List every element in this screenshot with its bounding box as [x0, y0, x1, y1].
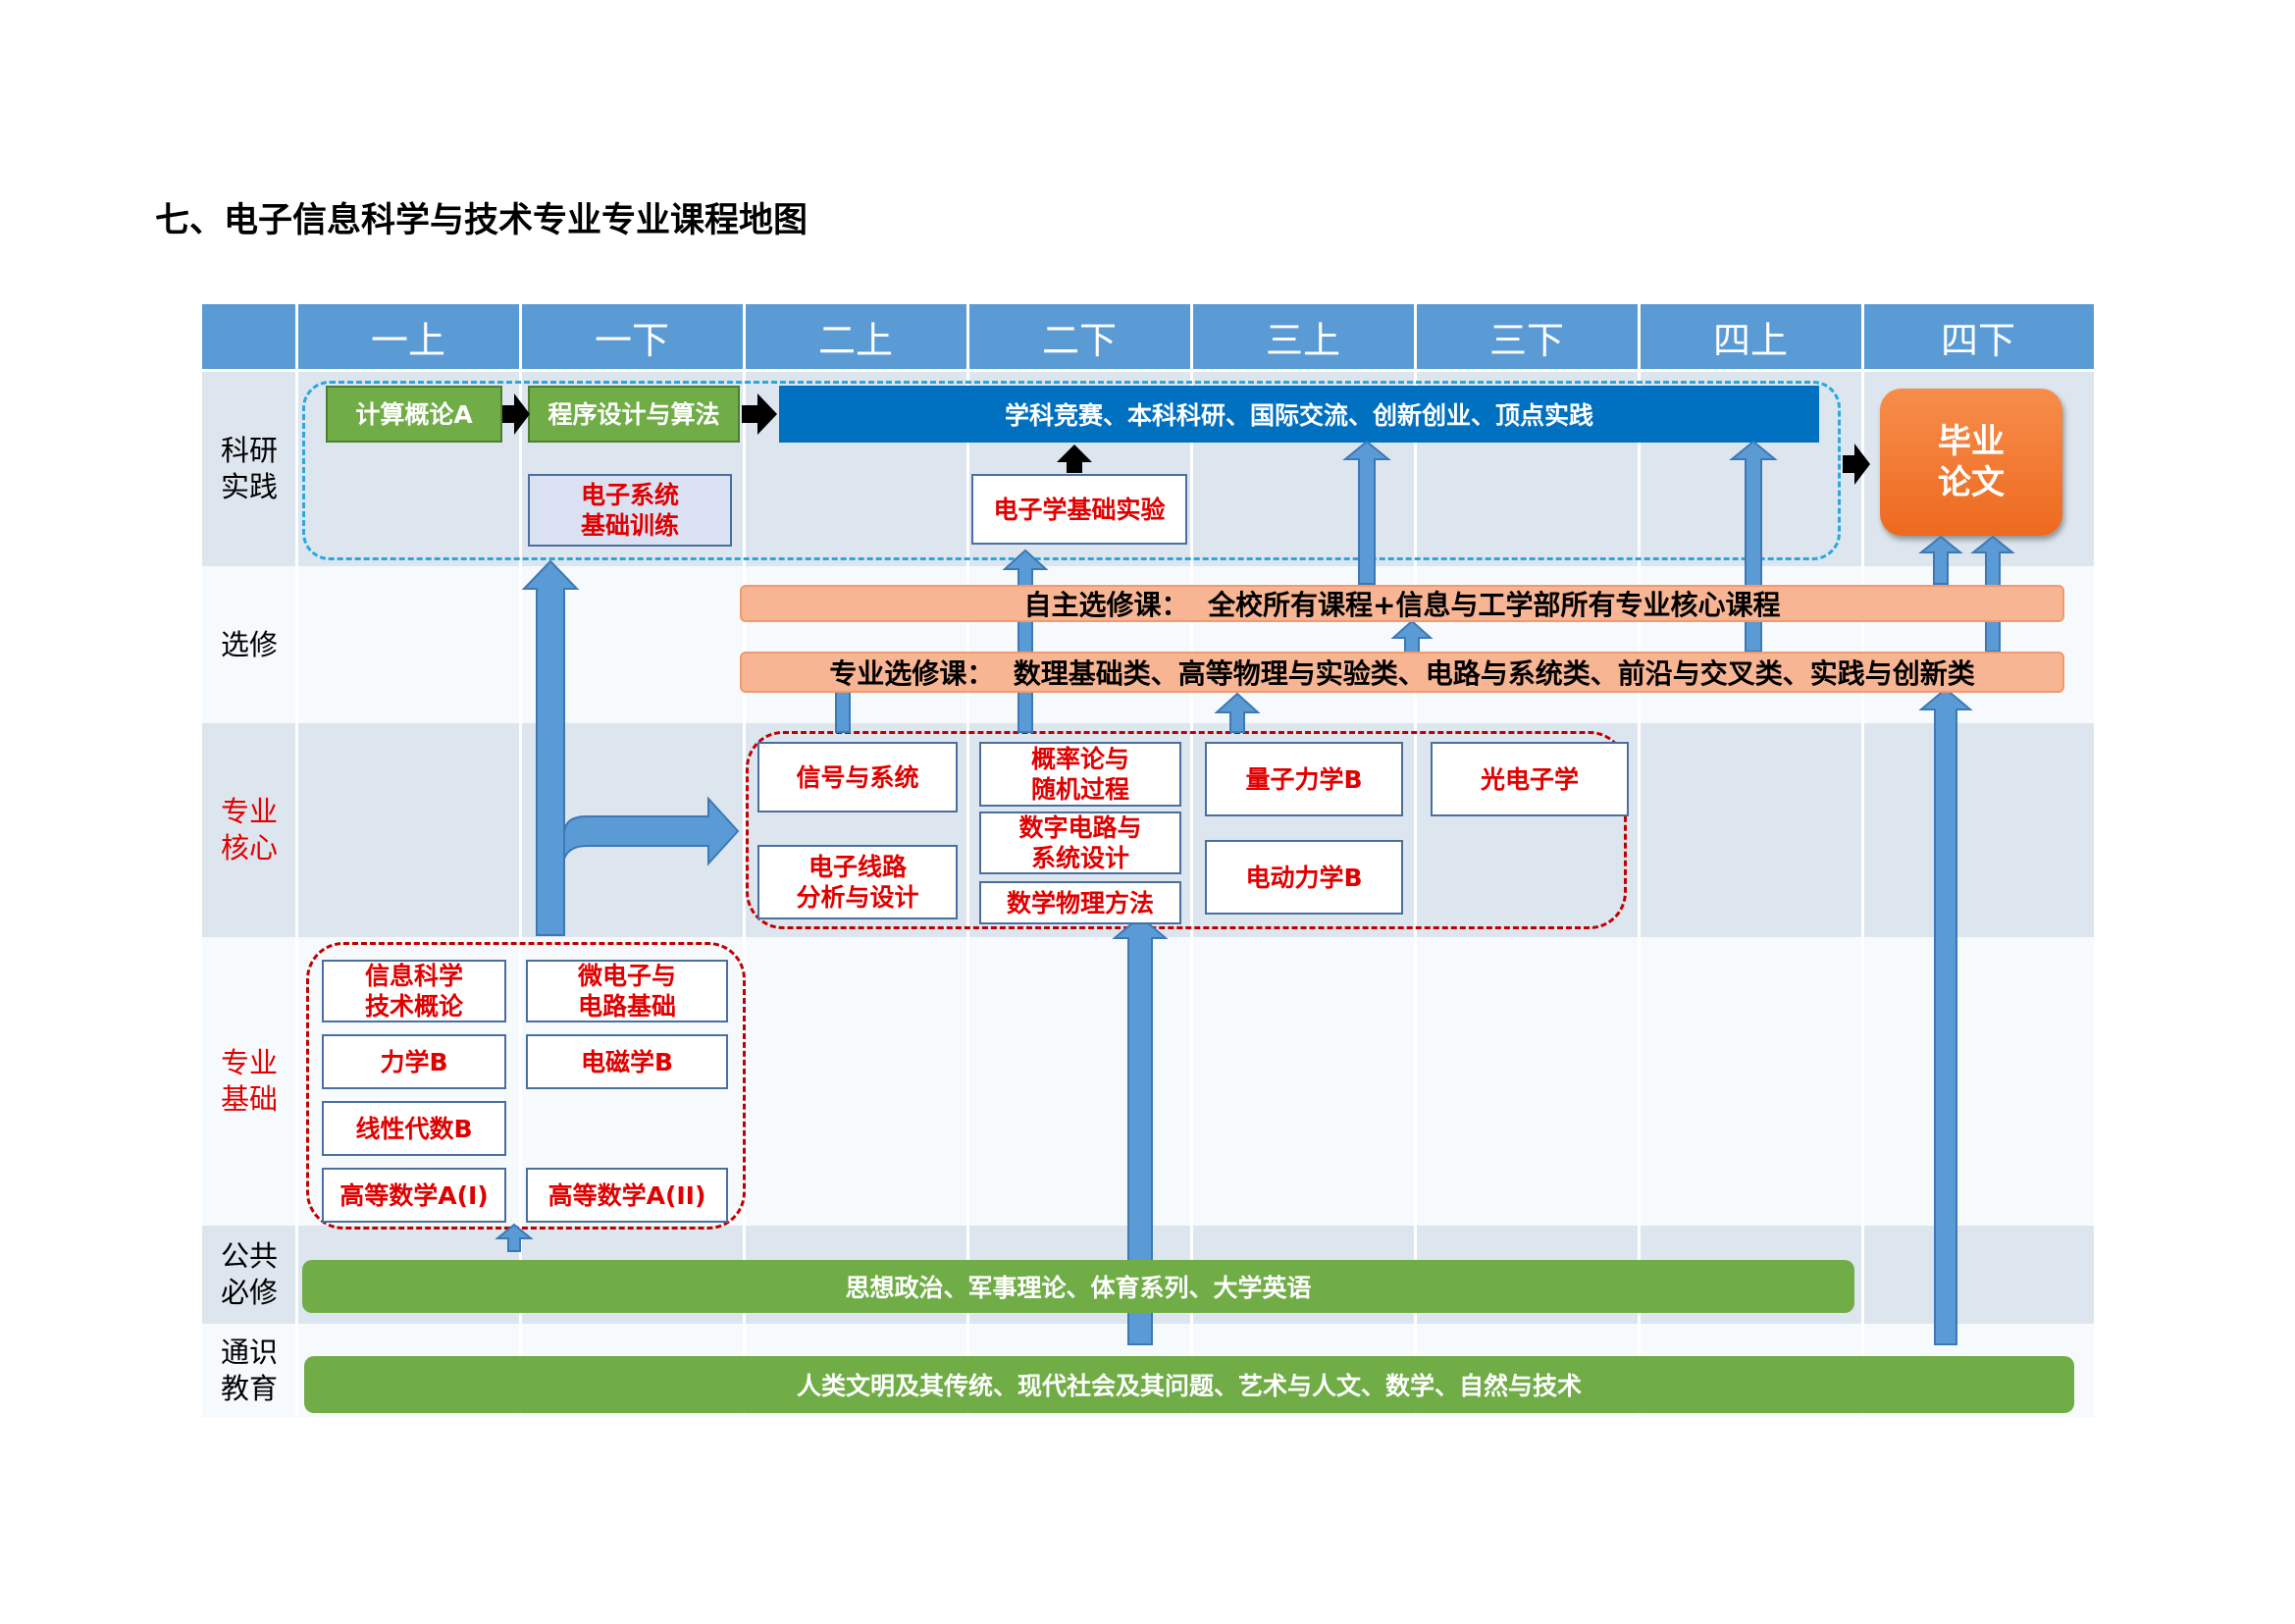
arrow-course1-to-course2 — [502, 393, 530, 435]
foundation-group-outline — [306, 942, 746, 1230]
semester-header-8: 四下 — [1862, 304, 2094, 369]
semester-header-1: 一上 — [296, 304, 520, 369]
row-label-elective: 选修 — [220, 627, 278, 661]
semester-header-4: 二下 — [967, 304, 1191, 369]
arrow-course2-to-banner — [742, 393, 777, 435]
row-label-research: 科研 实践 — [220, 434, 278, 503]
course-microelectronics: 微电子与 电路基础 — [526, 960, 728, 1022]
semester-header-7: 四上 — [1639, 304, 1862, 369]
course-probability: 概率论与 随机过程 — [979, 742, 1181, 807]
course-signals-systems: 信号与系统 — [757, 742, 958, 812]
semester-header-5: 三上 — [1191, 304, 1415, 369]
semester-header-6: 三下 — [1415, 304, 1639, 369]
course-linear-algebra: 线性代数B — [322, 1101, 506, 1156]
column-divider — [1861, 304, 1864, 1417]
course-quantum-mechanics: 量子力学B — [1205, 742, 1403, 816]
row-label-public: 公共 必修 — [220, 1239, 278, 1309]
course-info-science-intro: 信息科学 技术概论 — [322, 960, 506, 1022]
page-title: 七、电子信息科学与技术专业专业课程地图 — [155, 201, 808, 240]
course-optoelectronics: 光电子学 — [1431, 742, 1629, 816]
arrow-elective-to-core-3 — [1214, 692, 1261, 733]
core-group-outline — [746, 731, 1627, 929]
course-digital-circuits: 数字电路与 系统设计 — [979, 812, 1181, 874]
research-activities-banner: 学科竞赛、本科科研、国际交流、创新创业、顶点实践 — [779, 386, 1819, 443]
arrow-lab-to-banner — [1057, 445, 1092, 473]
course-calculus-1: 高等数学A(I) — [322, 1168, 506, 1223]
row-label-core: 专业 核心 — [220, 795, 278, 864]
column-divider — [1414, 304, 1417, 1417]
course-electronic-systems-training: 电子系统 基础训练 — [528, 474, 732, 547]
course-electromagnetism: 电磁学B — [526, 1034, 728, 1089]
major-elective-bar: 专业选修课： 数理基础类、高等物理与实验类、电路与系统类、前沿与交叉类、实践与创… — [740, 652, 2064, 693]
row-label-general: 通识 教育 — [220, 1335, 278, 1405]
research-group-outline — [302, 381, 1841, 560]
column-divider — [295, 304, 298, 1417]
course-electronic-circuits: 电子线路 分析与设计 — [757, 845, 958, 919]
arrow-core-to-lab — [1002, 549, 1049, 733]
course-electrodynamics: 电动力学B — [1205, 840, 1403, 915]
graduation-thesis: 毕业 论文 — [1880, 389, 2062, 536]
semester-header-2: 一下 — [520, 304, 744, 369]
arrow-branch-to-core — [563, 796, 740, 866]
arrow-elective-to-thesis-1 — [1918, 535, 1963, 585]
column-divider — [1190, 304, 1193, 1417]
arrow-major-to-free — [1390, 619, 1434, 654]
arrow-foundation-to-training — [521, 559, 580, 936]
arrow-public-to-foundation — [495, 1223, 534, 1252]
column-divider — [519, 304, 522, 1417]
arrow-free-to-research-1 — [1342, 440, 1391, 585]
course-intro-computing: 计算概论A — [326, 386, 502, 443]
semester-header-3: 二上 — [744, 304, 967, 369]
row-label-foundation: 专业 基础 — [220, 1046, 278, 1116]
public-required-bar: 思想政治、军事理论、体育系列、大学英语 — [302, 1260, 1854, 1313]
course-electronics-lab: 电子学基础实验 — [971, 474, 1187, 545]
header-corner — [202, 304, 296, 369]
column-divider — [1638, 304, 1641, 1417]
course-mechanics: 力学B — [322, 1034, 506, 1089]
general-education-bar: 人类文明及其传统、现代社会及其问题、艺术与人文、数学、自然与技术 — [304, 1356, 2074, 1413]
column-divider — [743, 304, 746, 1417]
column-divider — [966, 304, 969, 1417]
free-elective-bar: 自主选修课： 全校所有课程+信息与工学部所有专业核心课程 — [740, 585, 2064, 622]
arrow-general-to-elective — [1918, 687, 1973, 1345]
course-math-physics: 数学物理方法 — [979, 881, 1181, 924]
course-calculus-2: 高等数学A(II) — [526, 1168, 728, 1223]
arrow-research-to-thesis — [1843, 444, 1870, 485]
